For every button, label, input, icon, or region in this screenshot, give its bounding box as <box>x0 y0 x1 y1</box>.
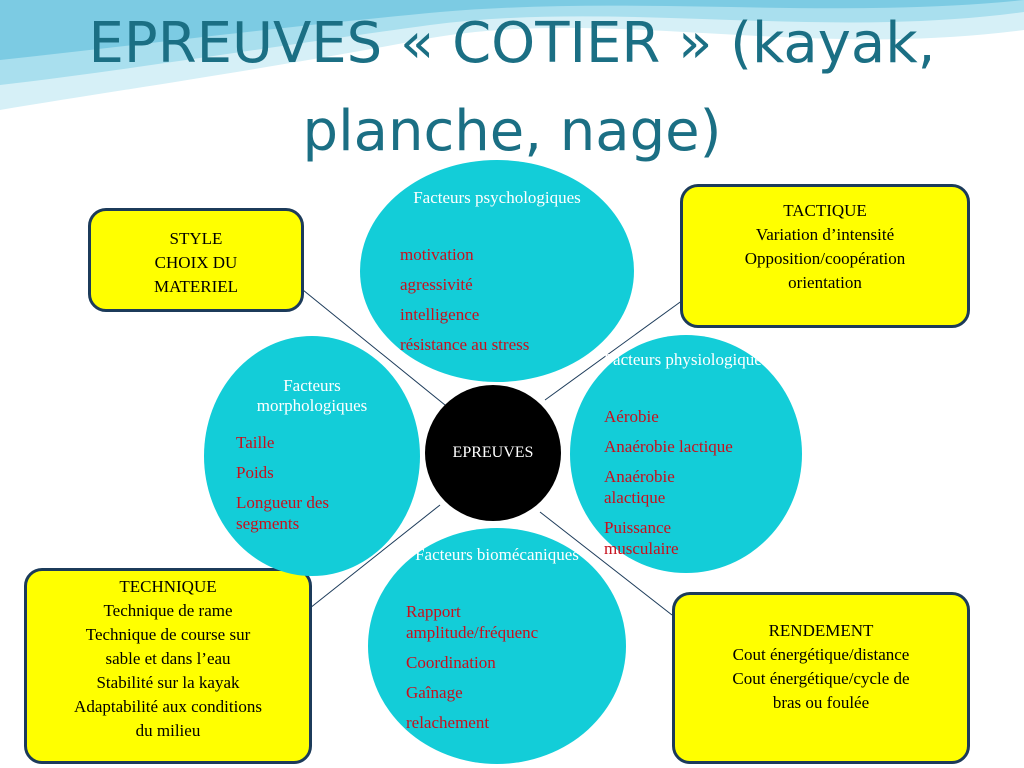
circle-biomecaniques-heading: Facteurs biomécaniques <box>415 545 579 564</box>
circle-psychologiques-heading: Facteurs psychologiques <box>413 188 581 207</box>
box-technique-line: Technique de rame <box>103 601 233 620</box>
title-line-1: EPREUVES « COTIER » (kayak, <box>88 11 936 76</box>
circle-physiologiques-heading: Facteurs physiologiques <box>603 350 769 369</box>
list-item: relachement <box>406 713 490 732</box>
box-tactique: TACTIQUE Variation d’intensité Oppositio… <box>680 184 970 328</box>
box-technique-line: Adaptabilité aux conditions <box>74 697 262 716</box>
circle-psychologiques-list: motivation agressivité intelligence rési… <box>400 244 529 364</box>
connector-style <box>302 289 446 406</box>
box-technique-line: sable et dans l’eau <box>105 649 231 668</box>
list-item: agressivité <box>400 275 473 294</box>
list-item: intelligence <box>400 305 480 324</box>
box-tactique-line: orientation <box>788 273 862 292</box>
list-item: Aérobie <box>604 407 659 426</box>
list-item: résistance au stress <box>400 335 530 354</box>
box-tactique-line: Variation d’intensité <box>755 225 895 244</box>
circle-morphologiques-list: Taille Poids Longueur des segments <box>236 432 366 543</box>
list-item: Poids <box>236 463 274 482</box>
box-technique-line: TECHNIQUE <box>119 577 217 596</box>
box-style: STYLE CHOIX DU MATERIEL <box>88 208 304 312</box>
center-epreuves: EPREUVES <box>425 385 561 521</box>
box-technique-line: du milieu <box>135 721 201 740</box>
list-item: Longueur des segments <box>236 493 330 533</box>
box-tactique-line: TACTIQUE <box>783 201 867 220</box>
box-tactique-line: Opposition/coopération <box>744 249 906 268</box>
box-technique-line: Stabilité sur la kayak <box>96 673 240 692</box>
connector-rendement <box>539 511 673 616</box>
circle-physiologiques: Facteurs physiologiques Aérobie Anaérobi… <box>570 335 802 573</box>
list-item: Gaînage <box>406 683 463 702</box>
box-style-line: CHOIX DU <box>154 253 238 272</box>
box-rendement-line: bras ou foulée <box>772 693 870 712</box>
center-label: EPREUVES <box>452 444 534 461</box>
list-item: Puissance musculaire <box>604 518 679 558</box>
list-item: Anaérobie alactique <box>604 467 675 507</box>
list-item: Anaérobie lactique <box>604 437 733 456</box>
box-technique: TECHNIQUE Technique de rame Technique de… <box>24 568 312 764</box>
list-item: Taille <box>236 433 275 452</box>
page-title: EPREUVES « COTIER » (kayak, planche, nag… <box>0 0 1024 176</box>
circle-morphologiques-heading: Facteurs morphologiques <box>256 376 368 415</box>
box-rendement: RENDEMENT Cout énergétique/distance Cout… <box>672 592 970 764</box>
box-style-line: STYLE <box>169 229 223 248</box>
circle-physiologiques-list: Aérobie Anaérobie lactique Anaérobie ala… <box>604 406 784 568</box>
connector-technique <box>304 504 441 613</box>
box-rendement-line: RENDEMENT <box>768 621 874 640</box>
box-technique-line: Technique de course sur <box>85 625 251 644</box>
box-rendement-line: Cout énergétique/distance <box>732 645 910 664</box>
circle-biomecaniques-list: Rapport amplitude/fréquenc Coordination … <box>406 601 586 742</box>
title-line-2: planche, nage) <box>302 99 722 164</box>
circle-biomecaniques: Facteurs biomécaniques Rapport amplitude… <box>368 528 626 764</box>
connector-tactique <box>544 299 684 401</box>
box-rendement-line: Cout énergétique/cycle de <box>732 669 910 688</box>
circle-morphologiques: Facteurs morphologiques Taille Poids Lon… <box>204 336 420 576</box>
box-style-line: MATERIEL <box>153 277 239 296</box>
circle-psychologiques: Facteurs psychologiques motivation agres… <box>360 160 634 382</box>
list-item: Coordination <box>406 653 496 672</box>
list-item: motivation <box>400 245 474 264</box>
list-item: Rapport amplitude/fréquenc <box>406 602 539 642</box>
